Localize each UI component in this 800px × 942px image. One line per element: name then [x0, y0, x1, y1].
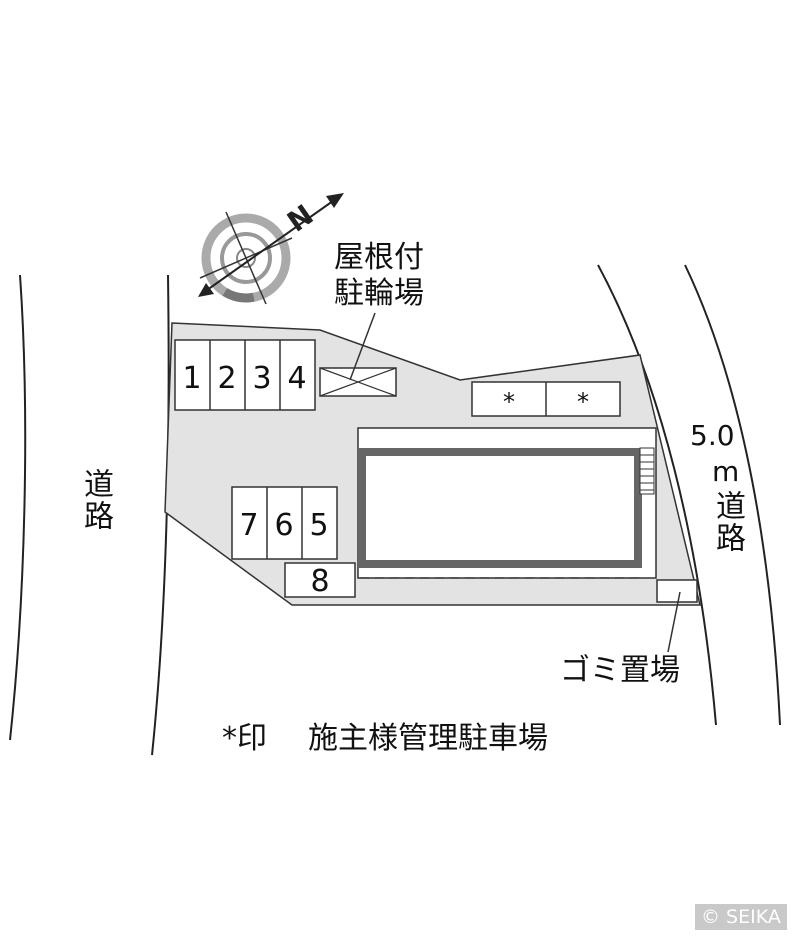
parking-number: 5: [309, 508, 328, 543]
garbage-area-label: ゴミ置場: [560, 653, 680, 688]
owner-space-marker: *: [503, 388, 515, 416]
building: [358, 448, 642, 568]
garbage-area-box: [656, 579, 698, 603]
right-road-unit: m: [712, 455, 740, 488]
owner-space-marker: *: [577, 388, 589, 416]
bicycle-leader-line: [349, 312, 376, 381]
right-road-outer-edge: [684, 264, 781, 726]
stairs-icon: [639, 447, 655, 495]
garbage-leader-line: [667, 591, 681, 653]
copyright-watermark: © SEIKA: [695, 904, 787, 930]
bicycle-parking-label: 屋根付 駐輪場: [334, 240, 424, 311]
parking-number: 3: [252, 361, 271, 396]
parking-row-middle: [231, 486, 338, 560]
right-road-label: 道路: [710, 490, 745, 554]
parking-number: 8: [310, 564, 329, 599]
left-road-outer-edge: [9, 274, 27, 741]
legend-description: 施主様管理駐車場: [308, 721, 548, 756]
left-road-inner-edge: [151, 274, 170, 756]
right-road-inner-edge: [597, 264, 717, 726]
parking-number: 2: [217, 361, 236, 396]
owner-parking-row: [471, 381, 621, 417]
parking-number: 1: [182, 361, 201, 396]
parking-row-top: [174, 339, 316, 411]
left-road-label: 道路: [78, 468, 113, 532]
parking-number: 6: [274, 508, 293, 543]
north-compass-icon: [198, 193, 344, 305]
parking-number: 4: [287, 361, 306, 396]
right-road-width: 5.0: [690, 419, 735, 452]
parking-space-8: [284, 562, 356, 598]
parking-number: 7: [239, 508, 258, 543]
parking-labels: 1 2 3 4 7 6 5 8 * *: [182, 361, 589, 599]
bicycle-parking-box: [319, 367, 397, 397]
legend-marker: *印: [222, 721, 267, 756]
